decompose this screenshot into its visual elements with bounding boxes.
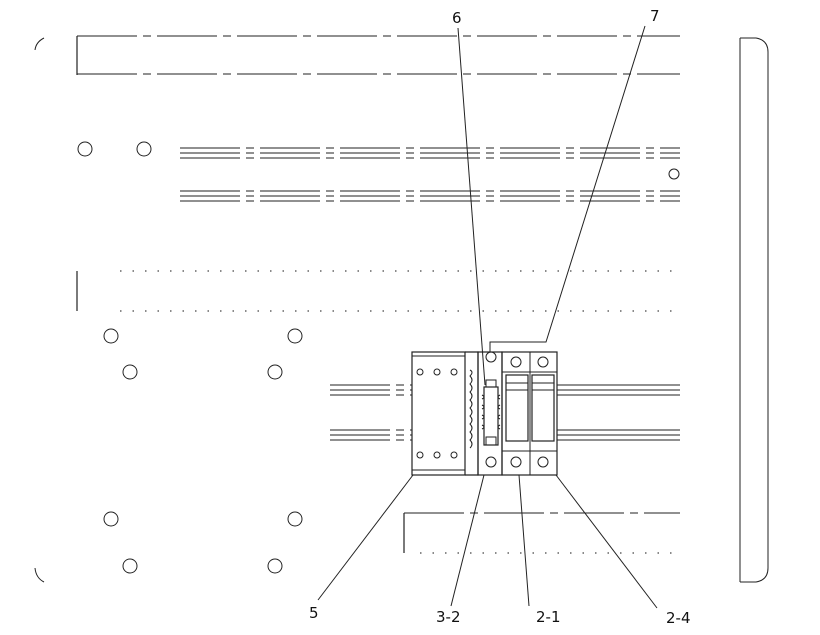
leader-line-5	[317, 474, 414, 601]
callout-label-6: 6	[452, 9, 462, 27]
leader-line-6	[457, 27, 486, 386]
callout-label-7: 7	[650, 7, 660, 25]
mounting-holes	[77, 141, 680, 574]
leader-line-7	[489, 25, 646, 352]
leader-line-2-4	[555, 474, 658, 609]
leader-line-3-2	[450, 474, 485, 607]
frame-right-edge	[740, 37, 769, 583]
callout-label-5: 5	[309, 604, 319, 622]
leader-line-2-1	[518, 474, 530, 607]
component-block-5	[411, 351, 466, 476]
component-breaker	[501, 351, 558, 476]
frame-corner-top-left	[34, 37, 45, 51]
callout-label-2-1: 2-1	[536, 608, 561, 626]
upper-din-rails	[180, 147, 680, 202]
lower-din-rails	[330, 384, 680, 441]
callout-label-3-2: 3-2	[436, 608, 461, 626]
frame-corner-bottom-left	[34, 567, 45, 583]
callout-label-2-4: 2-4	[666, 609, 691, 627]
